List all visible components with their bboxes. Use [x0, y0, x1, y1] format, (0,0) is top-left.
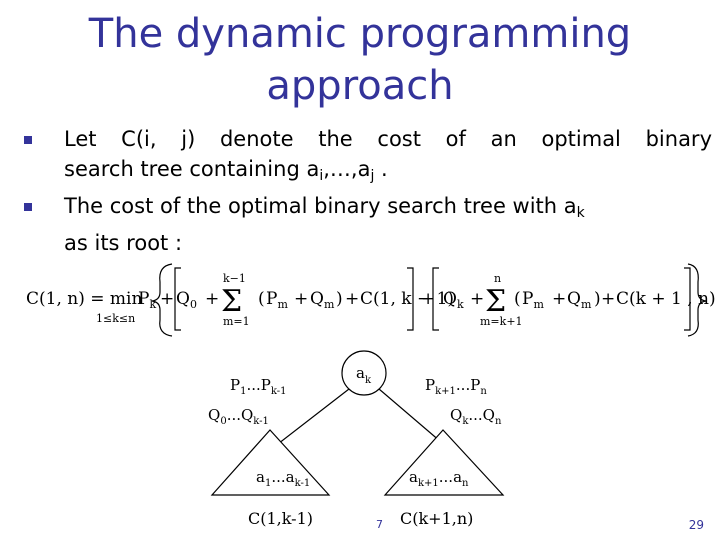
- left-subtree: [210, 429, 331, 496]
- subscript-j: j: [370, 168, 375, 184]
- right-subtree: [383, 429, 505, 496]
- bullet-1-text-c: ,…,a: [323, 157, 371, 181]
- sum1-bottom: m=1: [223, 315, 250, 328]
- plus-sign: +: [345, 289, 359, 309]
- left-bracket-close: [407, 267, 414, 331]
- formula-qm1: Qm: [310, 289, 335, 311]
- plus-sign: +: [470, 289, 484, 309]
- left-bracket-open: [174, 267, 181, 331]
- paren-open: (: [258, 289, 265, 309]
- right-q-range: Qk...Qn: [450, 406, 502, 427]
- plus-sign: +: [294, 289, 308, 309]
- bullet-1-text: search tree containing a: [64, 157, 320, 181]
- tree-diagram: ak P1...Pk-1 Q0...Qk-1 Pk+1...Pn Qk...Qn…: [208, 350, 505, 528]
- bullet-1-text-d: .: [374, 157, 388, 181]
- right-edge: [378, 388, 504, 496]
- formula-qm2: Qm: [567, 289, 592, 311]
- left-edge: [211, 388, 350, 496]
- formula-under-min: 1≤k≤n: [96, 312, 135, 325]
- sum2-sigma: Σ: [485, 284, 506, 319]
- plus-sign: +: [421, 289, 435, 309]
- bullet-2-line-1: The cost of the optimal binary search tr…: [64, 194, 585, 221]
- left-subtree-keys: a1...ak-1: [256, 468, 310, 489]
- subscript-k: k: [576, 205, 585, 221]
- bullet-item: Let C(i, j) denote the cost of an optima…: [22, 124, 712, 191]
- sum2-bottom: m=k+1: [480, 315, 523, 328]
- left-cost-label: C(1,k-1): [248, 509, 313, 528]
- title-line-1: The dynamic programming: [88, 11, 632, 57]
- left-p-range: P1...Pk-1: [230, 376, 287, 397]
- subscript-i: i: [319, 168, 324, 184]
- small-number: 7: [376, 518, 383, 531]
- right-cost-label: C(k+1,n): [400, 509, 473, 528]
- plus-sign: +: [205, 289, 219, 309]
- bullet-2-text: The cost of the optimal binary search tr…: [64, 194, 577, 218]
- right-p-range: Pk+1...Pn: [425, 376, 487, 397]
- page-number: 29: [688, 518, 704, 532]
- paren-open: (: [514, 289, 521, 309]
- formula-pm1: Pm: [266, 289, 288, 311]
- formula-qk: Qk: [443, 289, 464, 311]
- bullet-list: Let C(i, j) denote the cost of an optima…: [22, 124, 712, 258]
- bullet-item: The cost of the optimal binary search tr…: [22, 191, 712, 258]
- bullet-1-line-2: search tree containing ai,…,aj .: [64, 157, 388, 184]
- bullet-square-icon: [24, 136, 32, 144]
- plus-sign: +: [552, 289, 566, 309]
- sum1-sigma: Σ: [221, 284, 242, 319]
- root-label: ak: [356, 364, 372, 386]
- sum2-top: n: [494, 272, 501, 285]
- formula-c1: C(1, k − 1): [360, 289, 454, 309]
- formula-pk: Pk: [138, 289, 156, 311]
- title-line-2: approach: [266, 63, 454, 109]
- formula-lhs: C(1, n) = min: [26, 289, 142, 309]
- plus-sign: +: [601, 289, 615, 309]
- bullet-square-icon: [24, 203, 32, 211]
- right-brace: [687, 263, 707, 337]
- plus-sign: +: [160, 289, 174, 309]
- root-node: [341, 350, 387, 396]
- bullet-2-line-2: as its root :: [64, 231, 183, 255]
- left-q-range: Q0...Qk-1: [208, 406, 269, 427]
- left-brace: [151, 263, 173, 337]
- formula-c2: C(k + 1 , n): [616, 289, 716, 309]
- right-subtree-keys: ak+1...an: [409, 468, 469, 489]
- formula-q0: Q0: [176, 289, 197, 311]
- right-bracket-open: [432, 267, 439, 331]
- right-bracket-close: [684, 267, 691, 331]
- bullet-1-line-1: Let C(i, j) denote the cost of an optima…: [64, 127, 712, 151]
- slide-title: The dynamic programming approach: [0, 8, 720, 112]
- sum1-top: k−1: [223, 272, 246, 285]
- paren-close: ): [336, 289, 343, 309]
- paren-close: ): [594, 289, 601, 309]
- formula-pm2: Pm: [522, 289, 544, 311]
